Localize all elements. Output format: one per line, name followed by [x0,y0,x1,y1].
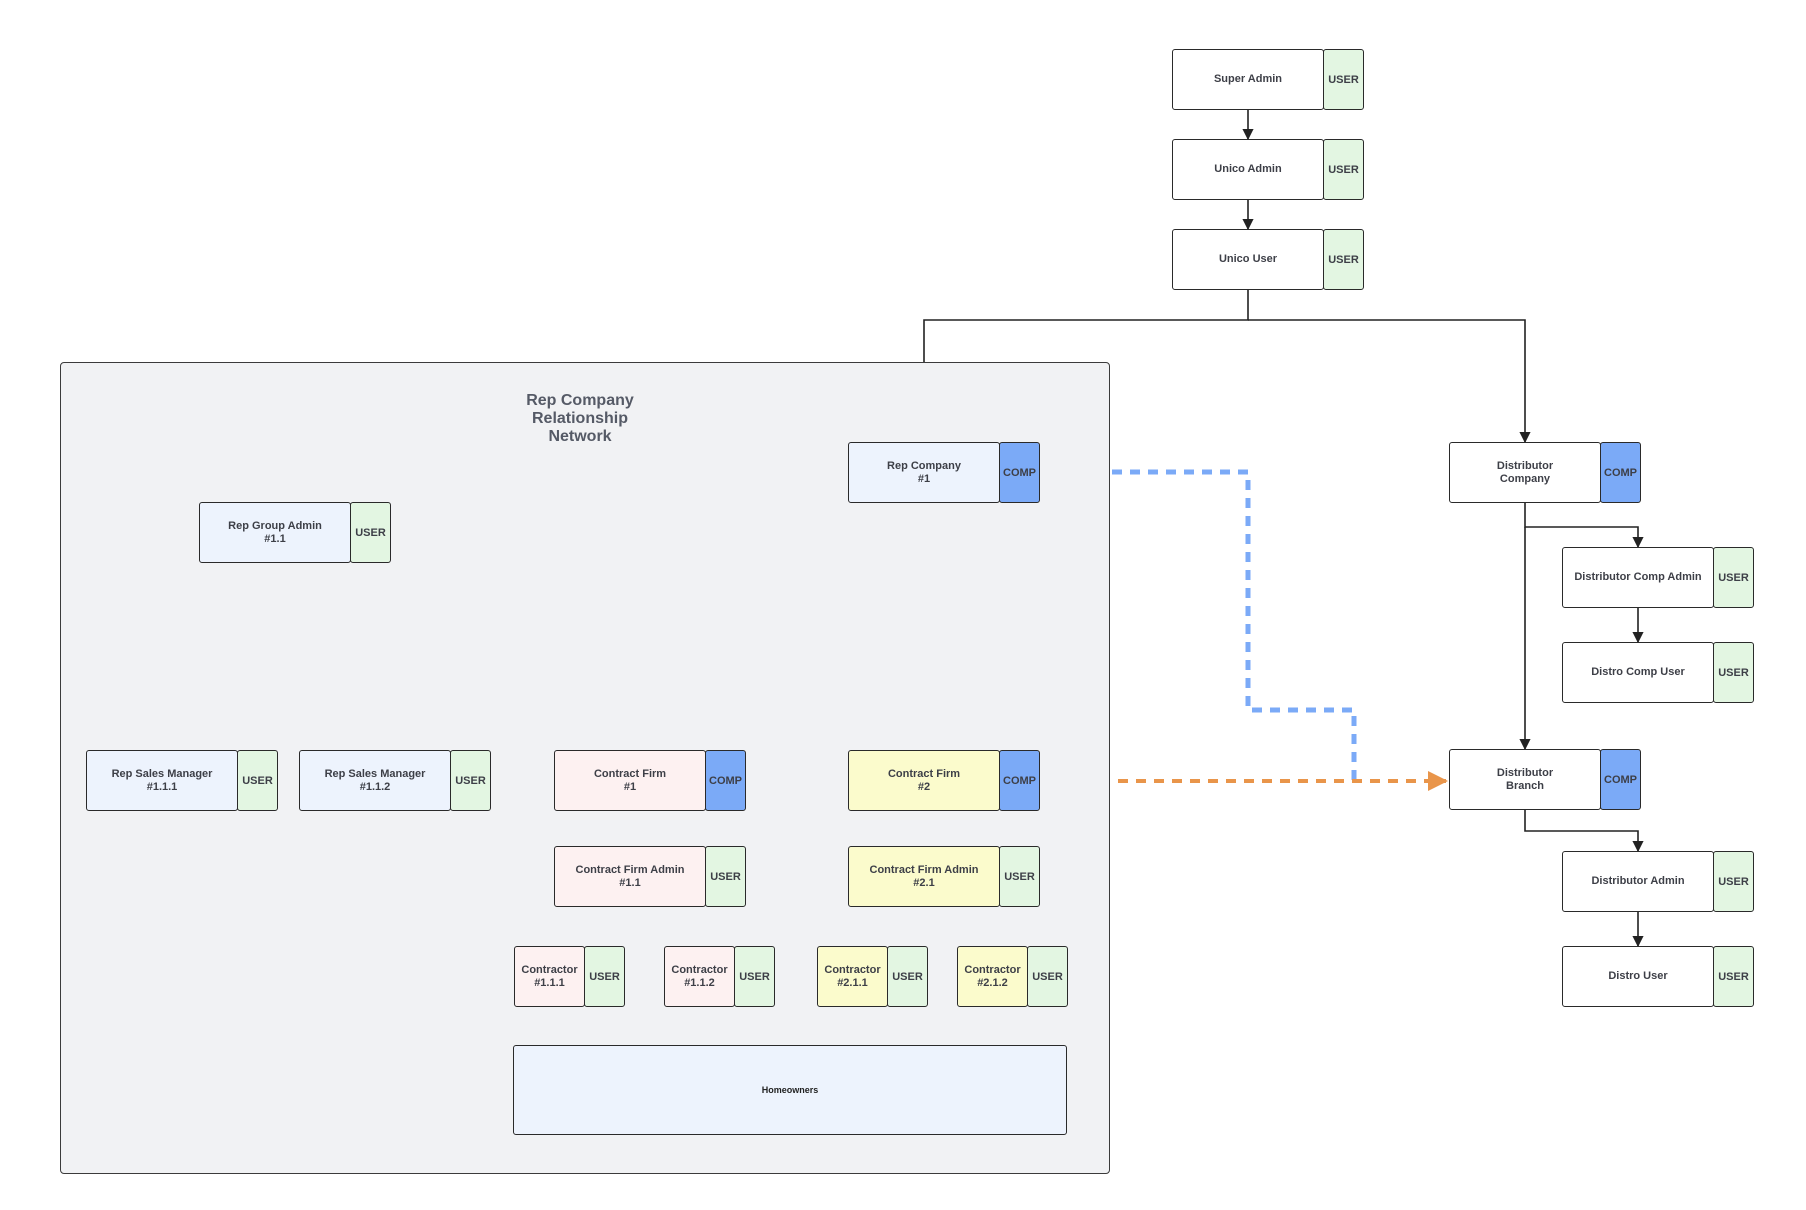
node-label: Distributor Company [1449,442,1601,503]
node-label: Contract Firm #1 [554,750,706,811]
user-tag: USER [734,946,775,1007]
node-label: Contractor #2.1.1 [817,946,888,1007]
node-contract-firm-admin-21[interactable]: Contract Firm Admin #2.1 USER [848,846,1040,907]
user-tag: USER [350,502,391,563]
node-distributor-admin[interactable]: Distributor Admin USER [1562,851,1754,912]
node-rep-group-admin[interactable]: Rep Group Admin #1.1 USER [199,502,391,563]
node-contractor-212[interactable]: Contractor #2.1.2 USER [957,946,1068,1007]
node-super-admin[interactable]: Super Admin USER [1172,49,1364,110]
user-tag: USER [1323,229,1364,290]
node-rep-company-1[interactable]: Rep Company #1 COMP [848,442,1040,503]
node-label: Rep Company #1 [848,442,1000,503]
node-rep-sales-manager-111[interactable]: Rep Sales Manager #1.1.1 USER [86,750,278,811]
node-label: Distro Comp User [1562,642,1714,703]
node-label: Unico User [1172,229,1324,290]
comp-tag: COMP [1600,442,1641,503]
node-label: Distributor Branch [1449,749,1601,810]
node-distro-user[interactable]: Distro User USER [1562,946,1754,1007]
node-contractor-111[interactable]: Contractor #1.1.1 USER [514,946,625,1007]
node-distributor-comp-admin[interactable]: Distributor Comp Admin USER [1562,547,1754,608]
node-contract-firm-2[interactable]: Contract Firm #2 COMP [848,750,1040,811]
node-label: Contract Firm #2 [848,750,1000,811]
node-label: Contractor #1.1.2 [664,946,735,1007]
node-distributor-company[interactable]: Distributor Company COMP [1449,442,1641,503]
node-label: Contract Firm Admin #1.1 [554,846,706,907]
node-contractor-211[interactable]: Contractor #2.1.1 USER [817,946,928,1007]
user-tag: USER [1027,946,1068,1007]
node-unico-admin[interactable]: Unico Admin USER [1172,139,1364,200]
connector-branch-to-distributor-admin [1524,810,1644,853]
node-label: Rep Sales Manager #1.1.2 [299,750,451,811]
user-tag: USER [1713,946,1754,1007]
node-label: Distributor Comp Admin [1562,547,1714,608]
node-label: Super Admin [1172,49,1324,110]
node-label: Unico Admin [1172,139,1324,200]
connector-distributor-company-to-comp-admin [1524,503,1644,549]
node-contract-firm-1[interactable]: Contract Firm #1 COMP [554,750,746,811]
node-homeowners[interactable]: Homeowners [513,1045,1067,1135]
user-tag: USER [887,946,928,1007]
user-tag: USER [1323,49,1364,110]
node-distro-comp-user[interactable]: Distro Comp User USER [1562,642,1754,703]
node-unico-user[interactable]: Unico User USER [1172,229,1364,290]
node-label: Rep Group Admin #1.1 [199,502,351,563]
comp-tag: COMP [705,750,746,811]
user-tag: USER [1713,851,1754,912]
connector-unico-user-to-distributor-company [1248,319,1531,444]
user-tag: USER [237,750,278,811]
user-tag: USER [1713,547,1754,608]
user-tag: USER [1323,139,1364,200]
node-label: Distributor Admin [1562,851,1714,912]
node-label: Contractor #1.1.1 [514,946,585,1007]
user-tag: USER [450,750,491,811]
comp-tag: COMP [999,442,1040,503]
group-title: Rep Company Relationship Network [526,392,634,445]
node-distributor-branch[interactable]: Distributor Branch COMP [1449,749,1641,810]
node-contractor-112[interactable]: Contractor #1.1.2 USER [664,946,775,1007]
node-rep-sales-manager-112[interactable]: Rep Sales Manager #1.1.2 USER [299,750,491,811]
node-label: Contract Firm Admin #2.1 [848,846,1000,907]
comp-tag: COMP [999,750,1040,811]
comp-tag: COMP [1600,749,1641,810]
node-label: Rep Sales Manager #1.1.1 [86,750,238,811]
user-tag: USER [1713,642,1754,703]
user-tag: USER [705,846,746,907]
node-label: Distro User [1562,946,1714,1007]
user-tag: USER [999,846,1040,907]
node-label: Contractor #2.1.2 [957,946,1028,1007]
user-tag: USER [584,946,625,1007]
node-contract-firm-admin-11[interactable]: Contract Firm Admin #1.1 USER [554,846,746,907]
